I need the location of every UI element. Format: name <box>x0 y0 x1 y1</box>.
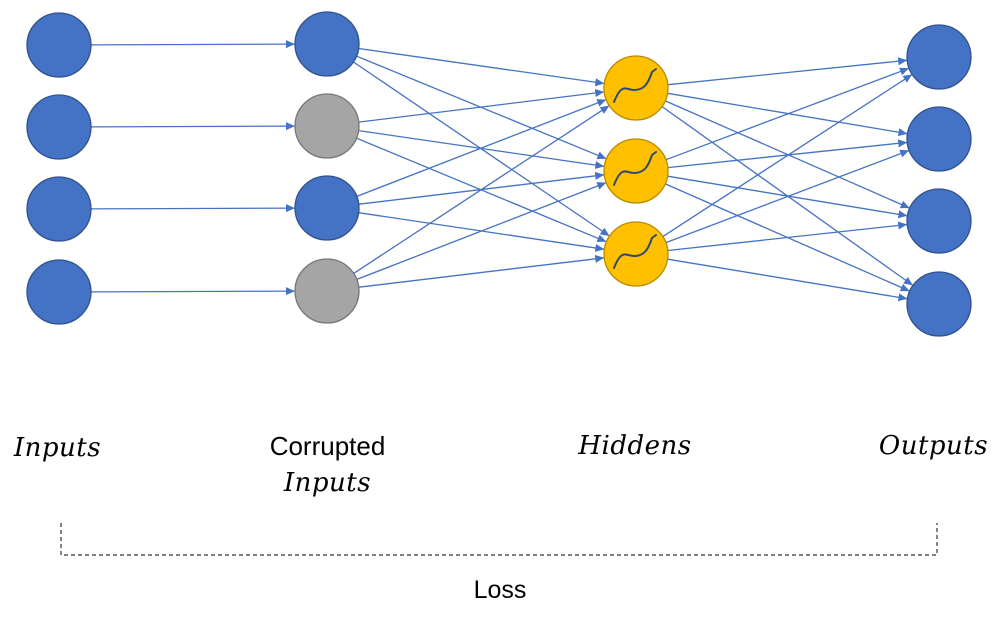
inputs-node-1 <box>26 12 92 78</box>
edges <box>90 40 914 302</box>
edge-inputs-to-corrupted <box>90 204 296 213</box>
corrupted-inputs-layer-label: Corrupted Inputs <box>240 428 415 502</box>
node-circle <box>603 138 669 204</box>
node-circle <box>906 271 972 337</box>
loss-label: Loss <box>473 576 527 604</box>
outputs-layer-label: Outputs <box>878 431 989 461</box>
node-circle <box>294 258 360 324</box>
node-circle <box>294 175 360 241</box>
corrupted-label-line-2: Inputs <box>283 468 372 498</box>
hiddens-node-3 <box>603 221 669 287</box>
outputs-node-4 <box>906 271 972 337</box>
nodes <box>26 11 972 337</box>
edge-corrupted-to-hiddens <box>358 47 605 87</box>
hiddens-node-1 <box>603 55 669 121</box>
edge-corrupted-to-hiddens <box>356 181 607 281</box>
node-circle <box>906 188 972 254</box>
hiddens-node-2 <box>603 138 669 204</box>
outputs-node-1 <box>906 24 972 90</box>
sigmoid-icon <box>613 234 657 269</box>
node-circle <box>26 94 92 160</box>
node-circle <box>26 12 92 78</box>
hiddens-layer-label: Hiddens <box>578 431 692 461</box>
edge-hiddens-to-outputs <box>662 73 913 238</box>
edge-corrupted-to-hiddens <box>353 105 610 274</box>
node-circle <box>294 11 360 77</box>
loss-bracket <box>60 523 938 556</box>
inputs-layer-label: Inputs <box>13 433 102 463</box>
corrupted-node-1 <box>294 11 360 77</box>
edge-inputs-to-corrupted <box>90 122 296 131</box>
inputs-node-3 <box>26 176 92 242</box>
node-circle <box>26 259 92 325</box>
edge-hiddens-to-outputs <box>665 67 910 161</box>
node-circle <box>906 24 972 90</box>
corrupted-label-line-1: Corrupted <box>269 431 386 461</box>
edge-inputs-to-corrupted <box>90 40 296 49</box>
edge-hiddens-to-outputs <box>665 149 910 244</box>
corrupted-node-2-corrupted <box>294 93 360 159</box>
node-circle <box>603 55 669 121</box>
edge-corrupted-to-hiddens <box>356 98 607 198</box>
edge-hiddens-to-outputs <box>667 258 908 302</box>
node-circle <box>294 93 360 159</box>
edge-hiddens-to-outputs <box>667 57 908 86</box>
sigmoid-icon <box>613 151 657 186</box>
corrupted-node-4-corrupted <box>294 258 360 324</box>
sigmoid-icon <box>613 68 657 103</box>
node-circle <box>26 176 92 242</box>
edge-corrupted-to-hiddens <box>358 254 605 288</box>
inputs-node-2 <box>26 94 92 160</box>
node-circle <box>906 106 972 172</box>
corrupted-node-3 <box>294 175 360 241</box>
edge-inputs-to-corrupted <box>90 287 296 296</box>
node-circle <box>603 221 669 287</box>
outputs-node-2 <box>906 106 972 172</box>
edge-corrupted-to-hiddens <box>358 89 605 123</box>
inputs-node-4 <box>26 259 92 325</box>
outputs-node-3 <box>906 188 972 254</box>
edge-hiddens-to-outputs <box>667 221 908 252</box>
